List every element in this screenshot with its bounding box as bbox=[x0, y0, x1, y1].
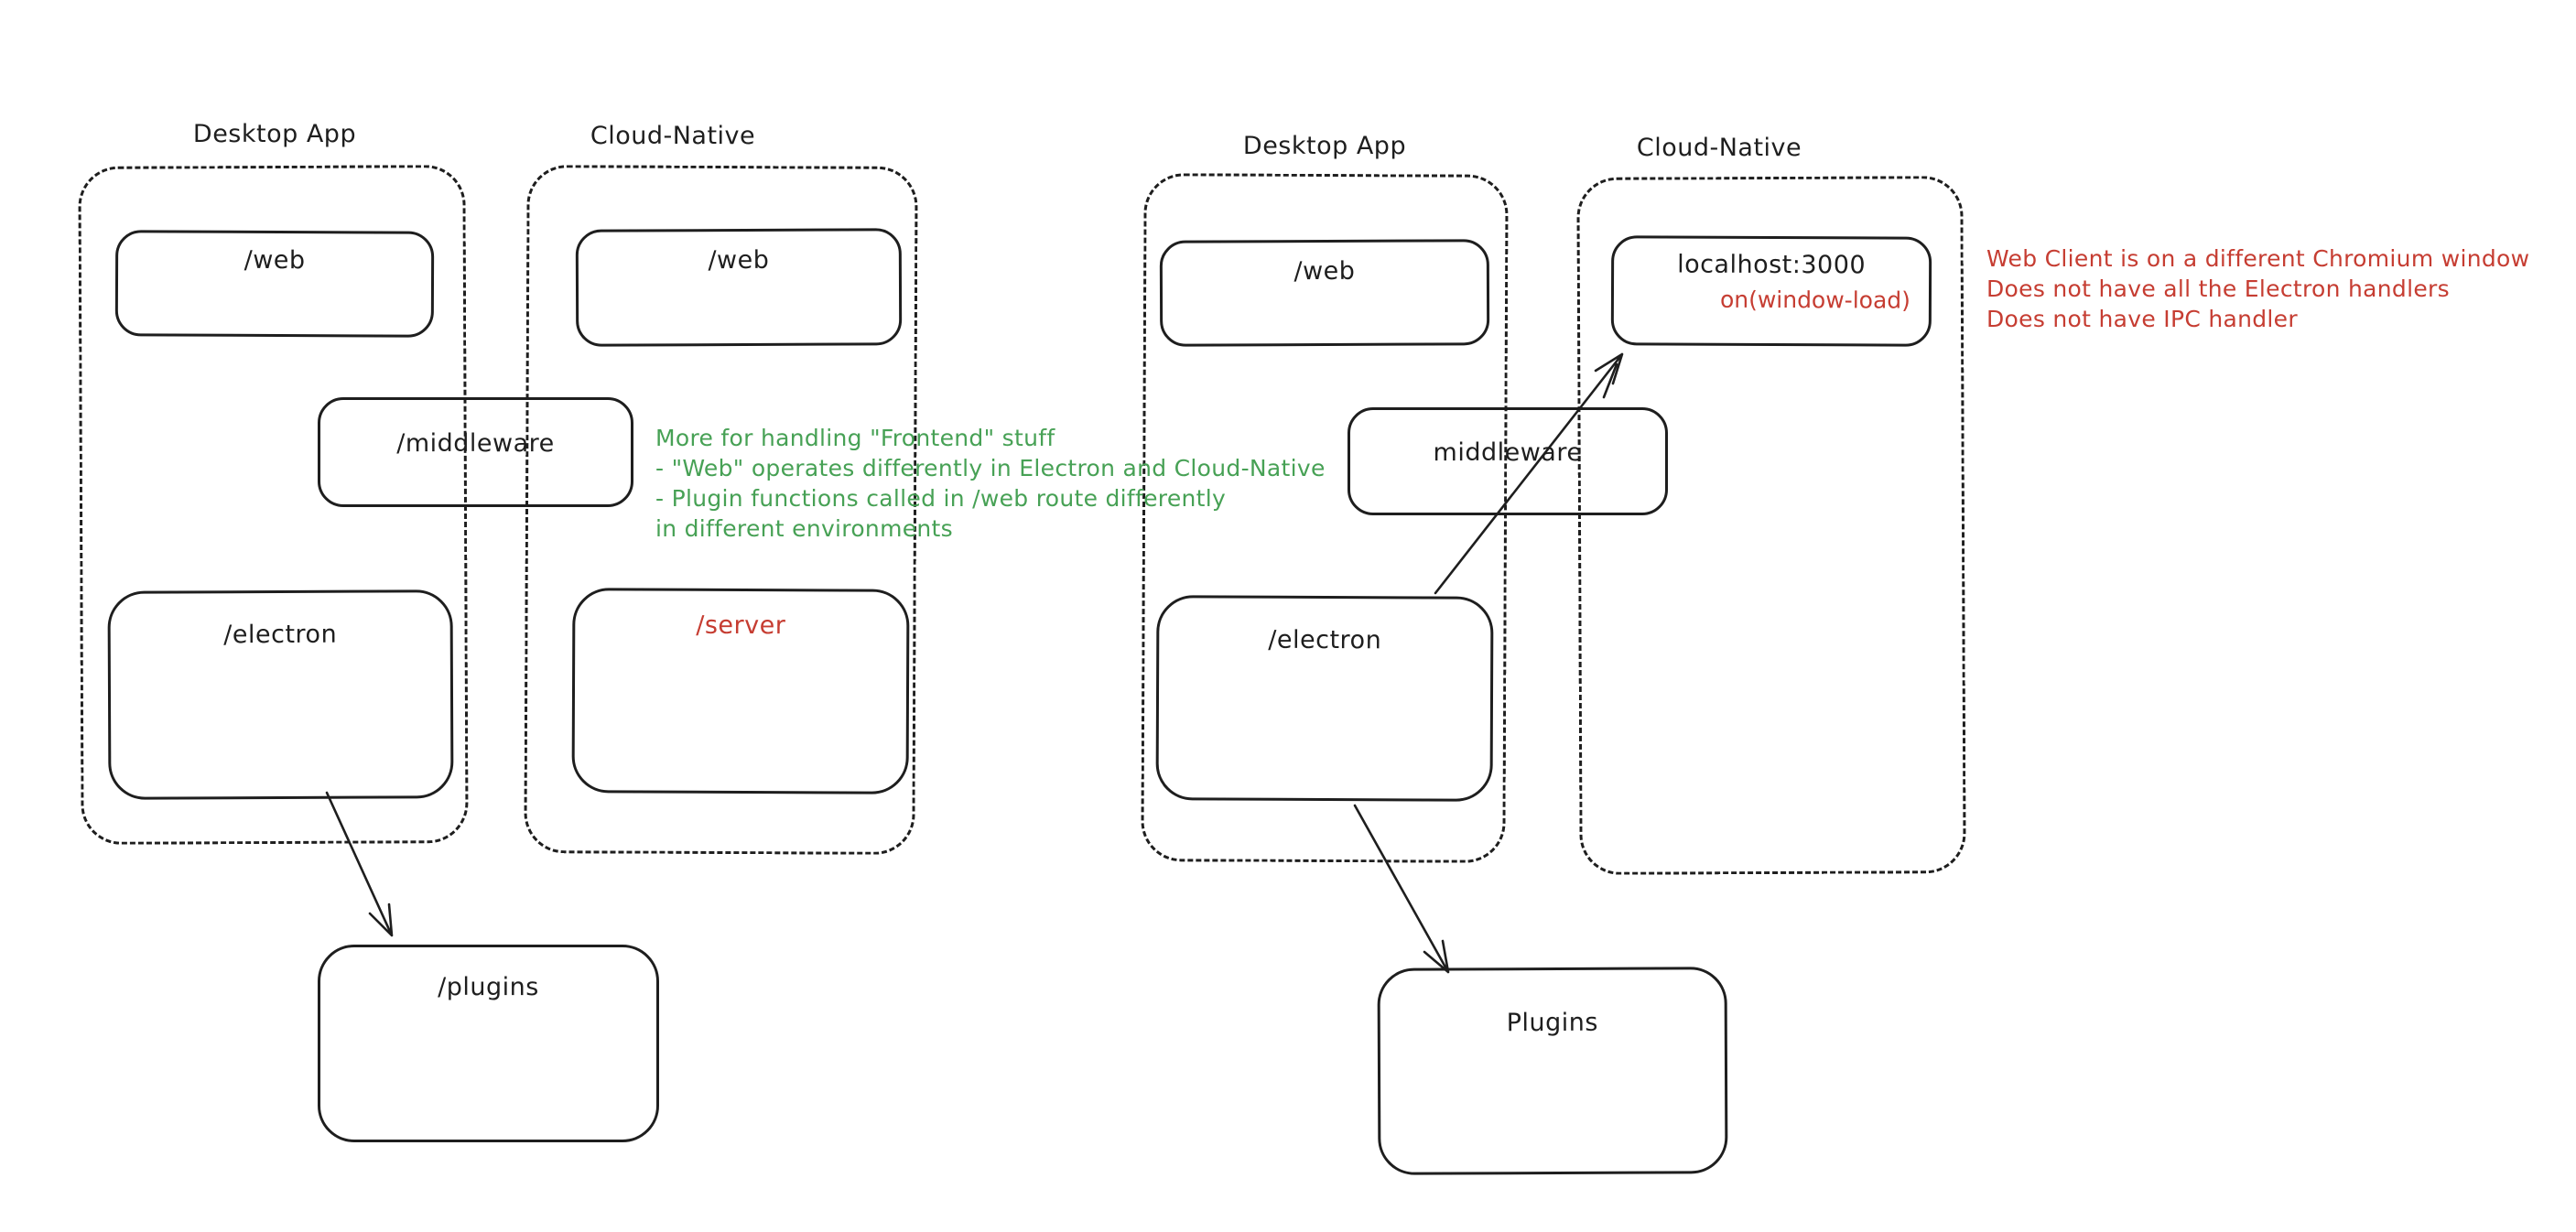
left-cloud-web-label: /web bbox=[708, 245, 770, 276]
right-desktop-web-box[interactable]: /web bbox=[1159, 239, 1490, 347]
right-middleware-label: middleware bbox=[1433, 438, 1583, 467]
arrow-electron-to-plugins-right[interactable] bbox=[1353, 804, 1450, 974]
right-plugins-box[interactable]: Plugins bbox=[1377, 967, 1728, 1175]
left-server-box[interactable]: /server bbox=[571, 588, 910, 794]
left-electron-label: /electron bbox=[223, 620, 338, 650]
left-desktop-web-label: /web bbox=[244, 245, 306, 276]
left-cloud-native-title[interactable]: Cloud-Native bbox=[590, 122, 756, 150]
red-annotation-line: Does not have IPC handler bbox=[1986, 306, 2298, 332]
left-middleware-box[interactable]: /middleware bbox=[318, 397, 633, 507]
right-middleware-box[interactable]: middleware bbox=[1348, 407, 1668, 515]
right-localhost-box[interactable]: localhost:3000 on(window-load) bbox=[1610, 235, 1932, 347]
right-desktop-app-title[interactable]: Desktop App bbox=[1242, 132, 1407, 160]
right-electron-label: /electron bbox=[1268, 625, 1382, 655]
right-localhost-label: localhost:3000 bbox=[1677, 250, 1867, 280]
right-electron-box[interactable]: /electron bbox=[1155, 595, 1494, 802]
left-desktop-app-title[interactable]: Desktop App bbox=[192, 120, 357, 148]
green-annotation-line: - "Web" operates differently in Electron… bbox=[655, 455, 1326, 481]
right-desktop-web-label: /web bbox=[1293, 256, 1356, 286]
left-desktop-web-box[interactable]: /web bbox=[114, 230, 435, 338]
green-annotation-line: in different environments bbox=[655, 515, 953, 542]
right-window-load-label: on(window-load) bbox=[1719, 286, 1910, 314]
left-middleware-label: /middleware bbox=[396, 429, 555, 458]
arrow-electron-to-plugins-left[interactable] bbox=[325, 791, 394, 937]
red-annotation-line: Does not have all the Electron handlers bbox=[1986, 276, 2450, 302]
green-annotation[interactable]: More for handling "Frontend" stuff - "We… bbox=[655, 423, 1326, 544]
arrow-electron-to-localhost-right[interactable] bbox=[1434, 352, 1624, 595]
left-electron-box[interactable]: /electron bbox=[107, 589, 454, 800]
left-plugins-box[interactable]: /plugins bbox=[318, 945, 659, 1142]
right-cloud-native-title[interactable]: Cloud-Native bbox=[1636, 134, 1802, 162]
right-plugins-label: Plugins bbox=[1506, 1008, 1598, 1038]
left-plugins-label: /plugins bbox=[438, 973, 539, 1001]
green-annotation-line: - Plugin functions called in /web route … bbox=[655, 485, 1227, 512]
left-server-label: /server bbox=[696, 611, 786, 641]
green-annotation-line: More for handling "Frontend" stuff bbox=[655, 425, 1055, 451]
red-annotation[interactable]: Web Client is on a different Chromium wi… bbox=[1986, 243, 2529, 334]
left-cloud-web-box[interactable]: /web bbox=[575, 228, 903, 347]
red-annotation-line: Web Client is on a different Chromium wi… bbox=[1986, 245, 2530, 272]
